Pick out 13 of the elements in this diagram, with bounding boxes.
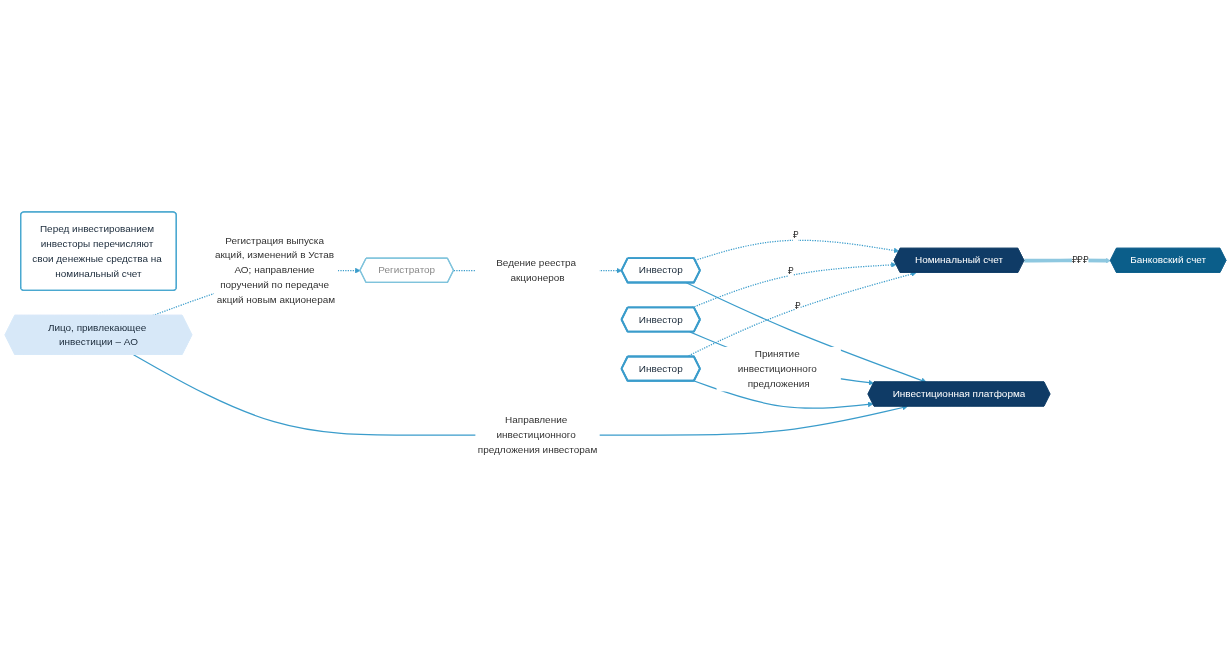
- arrow: [694, 239, 900, 262]
- arrow: [691, 262, 897, 309]
- edge-label: ₽: [787, 265, 794, 277]
- edge-label: Принятие инвестиционного предложения: [737, 348, 817, 390]
- edge-label: Регистрация выпуска акций, изменений в Устав АО; направление поручений по передаче акций новым акционерам: [214, 235, 336, 306]
- arrow: [132, 354, 908, 436]
- arrow: [1024, 258, 1111, 264]
- edge-label: Ведение реестра акционеров: [496, 257, 577, 284]
- edge-label: Направление инвестиционного предложения инвесторам: [477, 414, 598, 456]
- edge-label: ₽₽₽: [1071, 255, 1089, 266]
- edge-label: ₽: [794, 300, 801, 311]
- edge-label: ₽: [792, 229, 799, 241]
- arrow: [693, 380, 874, 410]
